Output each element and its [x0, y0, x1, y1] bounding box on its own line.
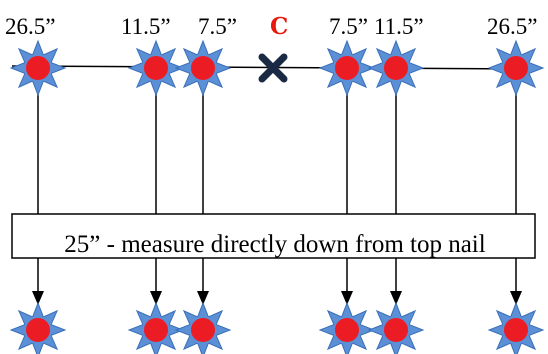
- nail-starburst-icon: [319, 302, 375, 354]
- nail-starburst-icon: [175, 302, 231, 354]
- measure-note: 25” - measure directly down from top nai…: [64, 231, 485, 258]
- label-right-3: 26.5”: [487, 14, 537, 39]
- nail-starburst-icon: [488, 302, 544, 354]
- nail-starburst-icon: [10, 302, 66, 354]
- nail-starburst-icon: [128, 302, 184, 354]
- nail-starburst-icon: [368, 40, 424, 96]
- lower-arrows: [32, 258, 522, 305]
- nail-starburst-icon: [368, 302, 424, 354]
- center-x-icon: [258, 53, 288, 83]
- nail-starburst-icon: [319, 40, 375, 96]
- label-right-1: 7.5”: [329, 14, 368, 39]
- label-left-2: 11.5”: [121, 14, 171, 39]
- upper-drop-lines: [37, 70, 517, 214]
- label-right-2: 11.5”: [374, 14, 424, 39]
- nail-starburst-icon: [175, 40, 231, 96]
- label-left-3: 7.5”: [198, 14, 237, 39]
- center-label: C: [270, 13, 288, 40]
- nail-starburst-icon: [488, 40, 544, 96]
- bottom-nails: [10, 302, 544, 354]
- label-left-1: 26.5”: [5, 14, 55, 39]
- nail-starburst-icon: [10, 40, 66, 96]
- note-box: [11, 213, 536, 259]
